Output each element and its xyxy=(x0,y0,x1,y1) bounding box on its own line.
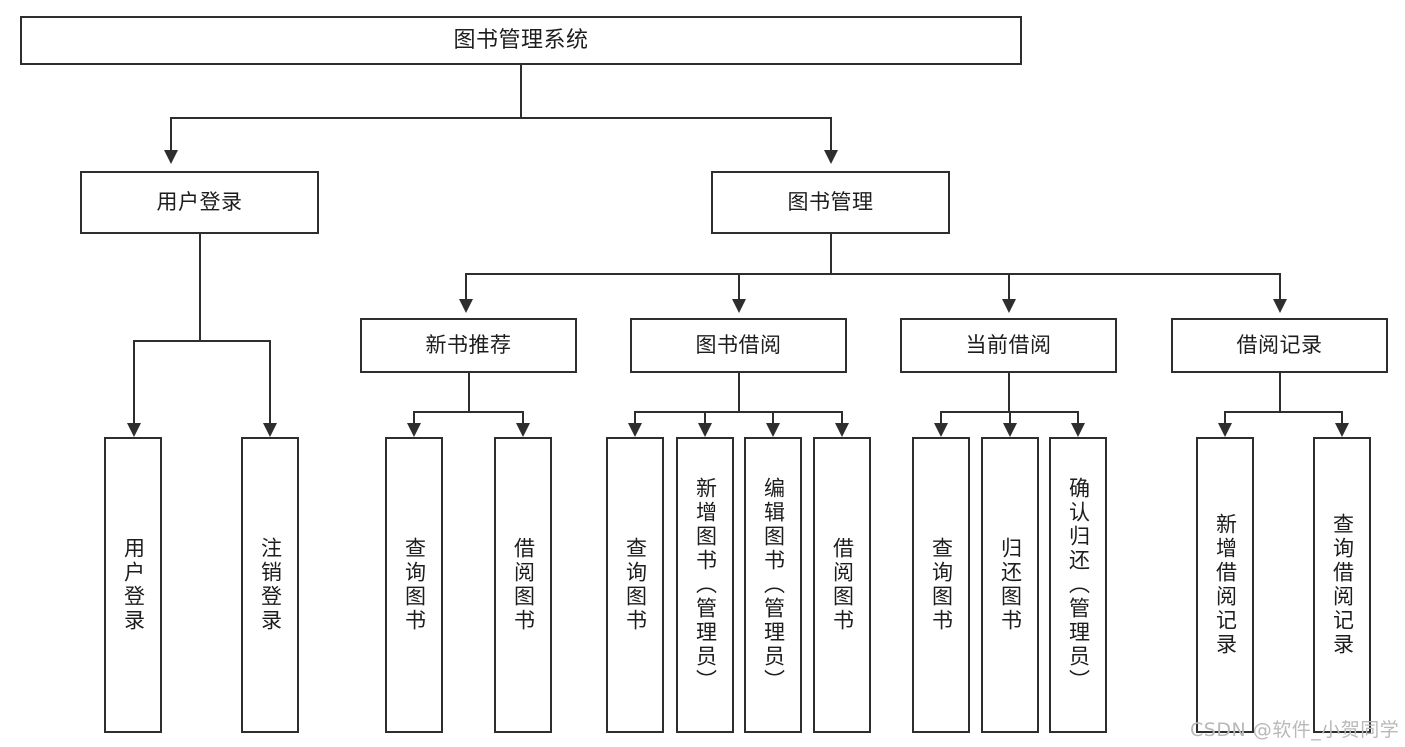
arrow-user-login-to-leaf2 xyxy=(263,423,277,437)
edge-new-book-rec-to-leaf2 xyxy=(522,411,524,423)
leaf-record-query-borrow-record[interactable]: 查询借阅记录 xyxy=(1313,437,1371,733)
leaf-record-query-borrow-record-label: 查询借阅记录 xyxy=(1330,513,1355,657)
edge-book-mgmt-to-borrow-record xyxy=(1279,273,1281,299)
leaf-record-add-borrow-record[interactable]: 新增借阅记录 xyxy=(1196,437,1254,733)
edge-user-login-stem xyxy=(199,234,201,341)
edge-current-borrow-to-leaf1 xyxy=(940,411,942,423)
leaf-recommend-query-book-label: 查询图书 xyxy=(402,537,427,633)
leaf-borrow-add-book-admin[interactable]: 新增图书（管理员） xyxy=(676,437,734,733)
leaf-current-query-book[interactable]: 查询图书 xyxy=(912,437,970,733)
arrow-book-borrow-to-leaf2 xyxy=(698,423,712,437)
leaf-user-logout-label: 注销登录 xyxy=(258,537,283,633)
leaf-borrow-lend-book-label: 借阅图书 xyxy=(830,537,855,633)
edge-new-book-rec-bus xyxy=(413,411,524,413)
edge-book-borrow-to-leaf4 xyxy=(841,411,843,423)
leaf-current-confirm-return-admin[interactable]: 确认归还（管理员） xyxy=(1049,437,1107,733)
leaf-borrow-lend-book[interactable]: 借阅图书 xyxy=(813,437,871,733)
arrow-root-to-user-login xyxy=(164,150,178,164)
node-new-book-recommend-label: 新书推荐 xyxy=(425,333,512,358)
edge-user-login-to-leaf2 xyxy=(269,340,271,423)
arrow-new-book-rec-to-leaf2 xyxy=(516,423,530,437)
leaf-current-return-book[interactable]: 归还图书 xyxy=(981,437,1039,733)
edge-root-to-book-mgmt xyxy=(830,117,832,150)
edge-user-login-bus xyxy=(133,340,271,342)
node-user-login-label: 用户登录 xyxy=(156,190,243,215)
node-borrow-record-label: 借阅记录 xyxy=(1236,333,1323,358)
arrow-current-borrow-to-leaf1 xyxy=(934,423,948,437)
edge-current-borrow-to-leaf3 xyxy=(1077,411,1079,423)
arrow-book-mgmt-to-book-borrow xyxy=(732,299,746,313)
node-book-borrow-label: 图书借阅 xyxy=(695,333,782,358)
edge-book-borrow-to-leaf1 xyxy=(634,411,636,423)
edge-new-book-rec-to-leaf1 xyxy=(413,411,415,423)
node-book-borrow[interactable]: 图书借阅 xyxy=(630,318,847,373)
leaf-borrow-query-book-label: 查询图书 xyxy=(623,537,648,633)
edge-book-mgmt-bus xyxy=(465,273,1281,275)
edge-user-login-to-leaf1 xyxy=(133,340,135,423)
arrow-borrow-record-to-leaf1 xyxy=(1218,423,1232,437)
edge-current-borrow-stem xyxy=(1008,373,1010,412)
node-user-login[interactable]: 用户登录 xyxy=(80,171,319,234)
arrow-root-to-book-mgmt xyxy=(824,150,838,164)
arrow-new-book-rec-to-leaf1 xyxy=(407,423,421,437)
leaf-user-login[interactable]: 用户登录 xyxy=(104,437,162,733)
leaf-recommend-borrow-book[interactable]: 借阅图书 xyxy=(494,437,552,733)
leaf-borrow-edit-book-admin[interactable]: 编辑图书（管理员） xyxy=(744,437,802,733)
edge-book-borrow-stem xyxy=(738,373,740,412)
arrow-current-borrow-to-leaf3 xyxy=(1071,423,1085,437)
leaf-borrow-query-book[interactable]: 查询图书 xyxy=(606,437,664,733)
arrow-book-borrow-to-leaf3 xyxy=(766,423,780,437)
leaf-borrow-edit-book-admin-label: 编辑图书（管理员） xyxy=(761,477,786,693)
edge-root-stem xyxy=(520,65,522,118)
edge-book-mgmt-to-book-borrow xyxy=(738,273,740,299)
node-current-borrow[interactable]: 当前借阅 xyxy=(900,318,1117,373)
leaf-current-return-book-label: 归还图书 xyxy=(998,537,1023,633)
arrow-user-login-to-leaf1 xyxy=(127,423,141,437)
edge-borrow-record-stem xyxy=(1279,373,1281,412)
leaf-borrow-add-book-admin-label: 新增图书（管理员） xyxy=(693,477,718,693)
leaf-recommend-borrow-book-label: 借阅图书 xyxy=(511,537,536,633)
leaf-user-login-label: 用户登录 xyxy=(121,537,146,633)
edge-borrow-record-to-leaf1 xyxy=(1224,411,1226,423)
leaf-user-logout[interactable]: 注销登录 xyxy=(241,437,299,733)
node-current-borrow-label: 当前借阅 xyxy=(965,333,1052,358)
arrow-book-mgmt-to-current-borrow xyxy=(1002,299,1016,313)
edge-book-borrow-to-leaf2 xyxy=(704,411,706,423)
leaf-recommend-query-book[interactable]: 查询图书 xyxy=(385,437,443,733)
edge-borrow-record-to-leaf2 xyxy=(1341,411,1343,423)
edge-root-bus xyxy=(170,117,832,119)
edge-book-mgmt-stem xyxy=(830,234,832,274)
edge-borrow-record-bus xyxy=(1224,411,1343,413)
node-book-management[interactable]: 图书管理 xyxy=(711,171,950,234)
arrow-borrow-record-to-leaf2 xyxy=(1335,423,1349,437)
node-book-management-label: 图书管理 xyxy=(787,190,874,215)
arrow-book-mgmt-to-new-book-rec xyxy=(459,299,473,313)
edge-new-book-rec-stem xyxy=(468,373,470,412)
node-root-label: 图书管理系统 xyxy=(453,27,589,53)
arrow-current-borrow-to-leaf2 xyxy=(1003,423,1017,437)
node-root[interactable]: 图书管理系统 xyxy=(20,16,1022,65)
edge-book-borrow-bus xyxy=(634,411,843,413)
node-borrow-record[interactable]: 借阅记录 xyxy=(1171,318,1388,373)
leaf-current-confirm-return-admin-label: 确认归还（管理员） xyxy=(1066,477,1091,693)
edge-book-mgmt-to-new-book-rec xyxy=(465,273,467,299)
leaf-current-query-book-label: 查询图书 xyxy=(929,537,954,633)
node-new-book-recommend[interactable]: 新书推荐 xyxy=(360,318,577,373)
edge-root-to-user-login xyxy=(170,117,172,150)
arrow-book-mgmt-to-borrow-record xyxy=(1273,299,1287,313)
edge-book-mgmt-to-current-borrow xyxy=(1008,273,1010,299)
edge-current-borrow-to-leaf2 xyxy=(1009,411,1011,423)
arrow-book-borrow-to-leaf4 xyxy=(835,423,849,437)
edge-book-borrow-to-leaf3 xyxy=(772,411,774,423)
leaf-record-add-borrow-record-label: 新增借阅记录 xyxy=(1213,513,1238,657)
arrow-book-borrow-to-leaf1 xyxy=(628,423,642,437)
